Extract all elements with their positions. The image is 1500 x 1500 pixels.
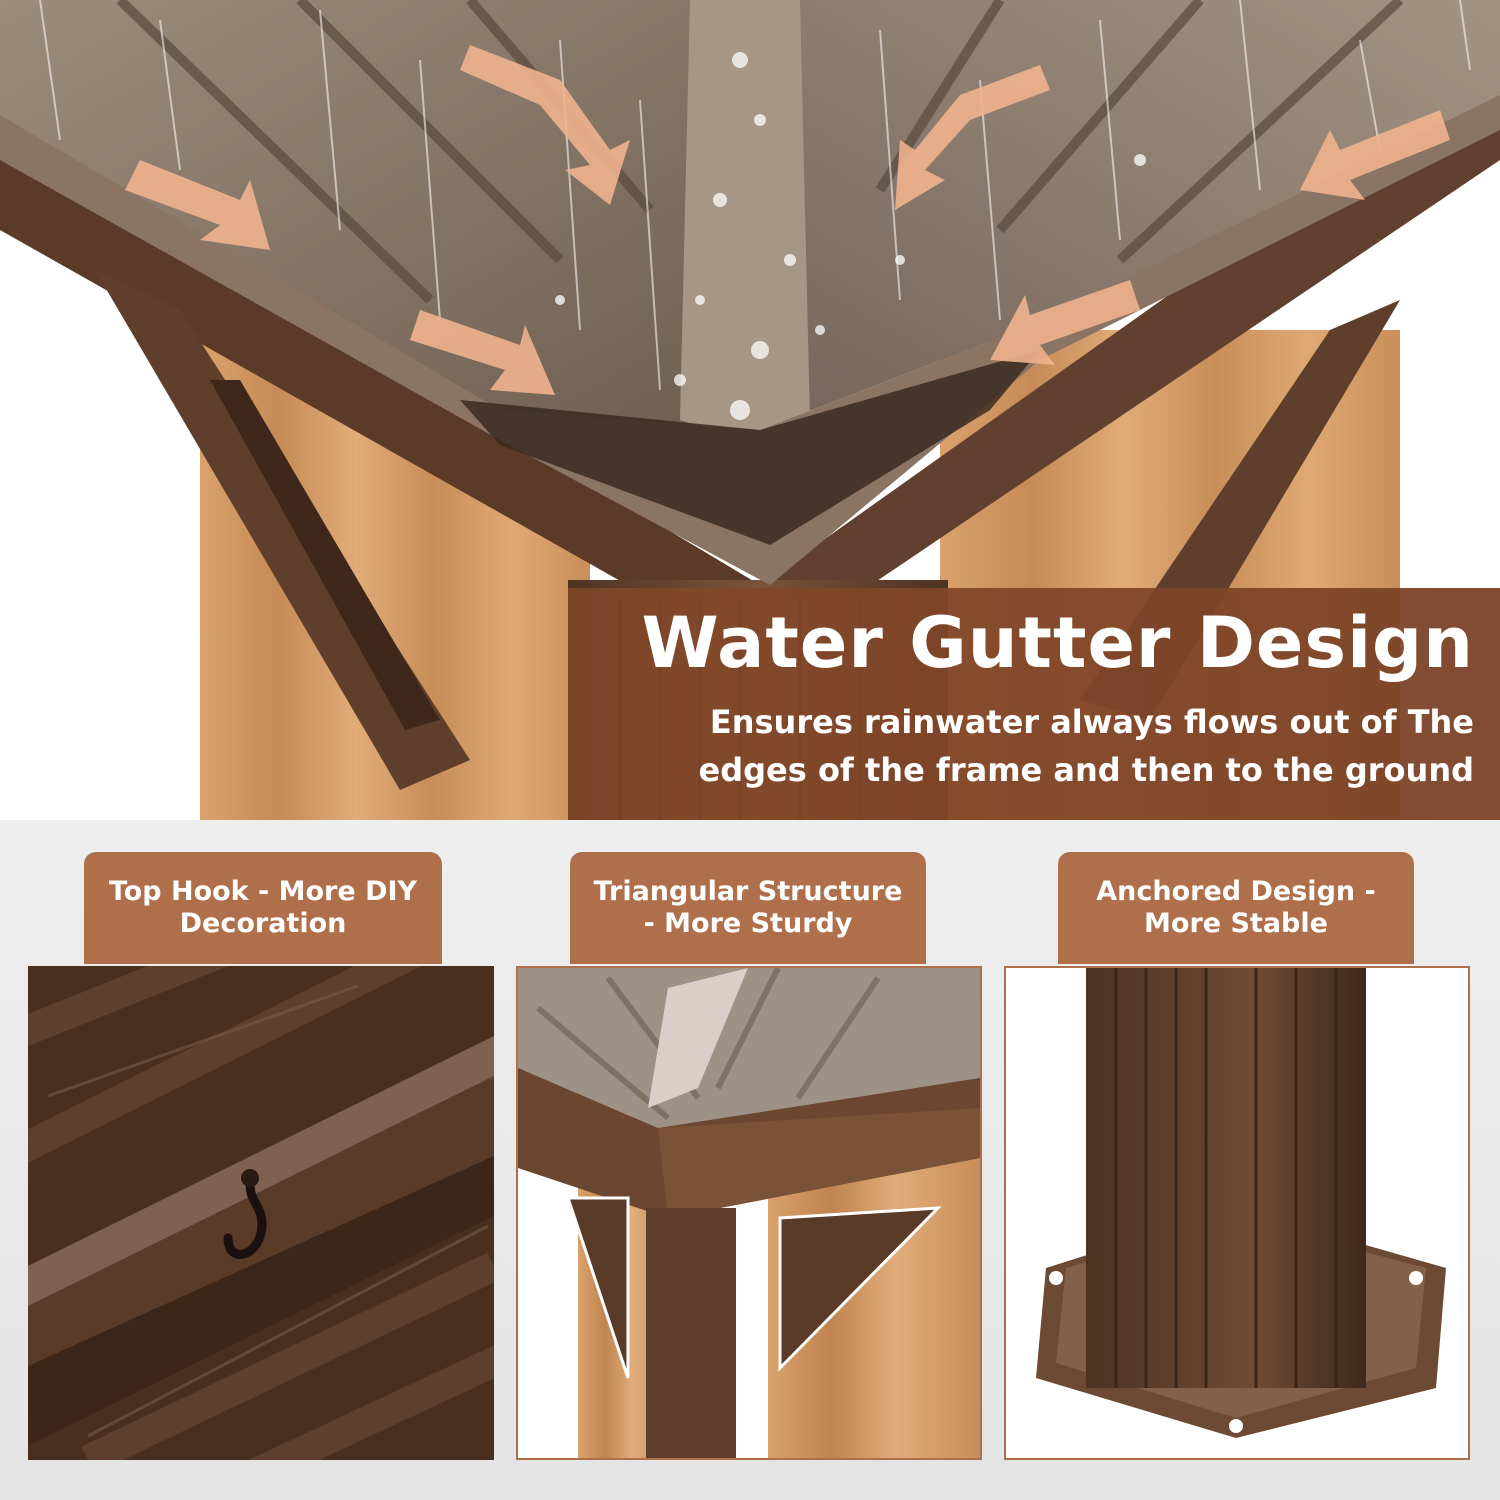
feature-label-top-hook: Top Hook - More DIY Decoration xyxy=(84,852,442,964)
feature-label-anchored-design: Anchored Design - More Stable xyxy=(1058,852,1414,964)
hero-subtitle: Ensures rainwater always flows out of Th… xyxy=(698,703,1474,789)
feature-label-triangular-structure: Triangular Structure - More Sturdy xyxy=(570,852,926,964)
hero-banner: Water Gutter Design Ensures rainwater al… xyxy=(568,588,1500,820)
hook-closeup-photo xyxy=(28,966,494,1460)
hero-title: Water Gutter Design xyxy=(641,602,1474,684)
post-base-photo xyxy=(1004,966,1470,1460)
gazebo-corner-photo xyxy=(516,966,982,1460)
hero-section: Water Gutter Design Ensures rainwater al… xyxy=(0,0,1500,820)
